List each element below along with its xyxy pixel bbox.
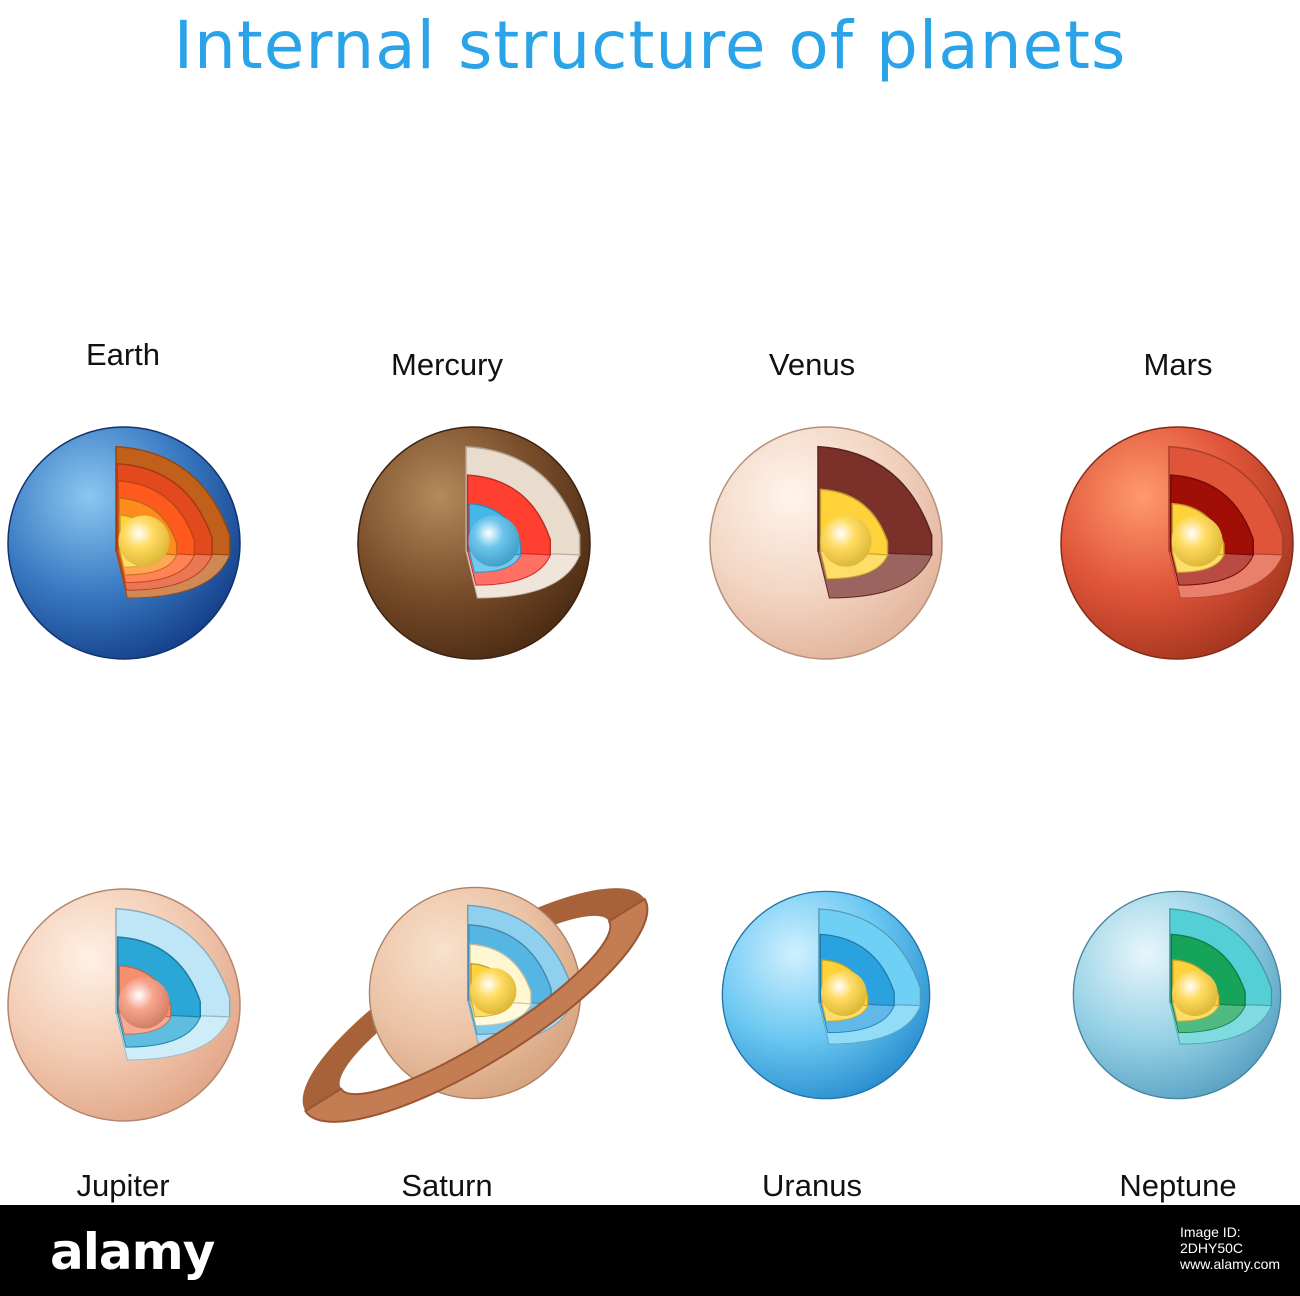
- uranus-cutaway-illustration: [721, 890, 931, 1100]
- mercury-cutaway-illustration: [357, 426, 591, 660]
- planet-label-uranus: Uranus: [762, 1168, 862, 1203]
- planet-core: [821, 970, 867, 1017]
- watermark-logo: alamy: [50, 1223, 215, 1281]
- venus-cutaway-illustration: [709, 426, 943, 660]
- watermark-bar: [0, 1205, 1300, 1296]
- jupiter-cutaway-illustration: [7, 888, 241, 1122]
- image-id: Image ID: 2DHY50C: [1180, 1224, 1244, 1256]
- saturn-cutaway-illustration: [302, 886, 649, 1123]
- diagram-title: Internal structure of planets: [173, 7, 1127, 84]
- planet-label-venus: Venus: [768, 347, 856, 382]
- planet-label-mars: Mars: [1143, 347, 1213, 382]
- saturn-ring-front: [304, 897, 649, 1123]
- planet-label-mercury: Mercury: [391, 347, 503, 382]
- mars-cutaway-illustration: [1060, 426, 1294, 660]
- planet-core: [1171, 515, 1223, 567]
- neptune-cutaway-illustration: [1072, 890, 1282, 1100]
- planet-label-saturn: Saturn: [401, 1168, 493, 1203]
- planet-core: [468, 515, 520, 567]
- planet-core: [1172, 970, 1218, 1017]
- site-url: www.alamy.com: [1180, 1256, 1281, 1272]
- planet-label-neptune: Neptune: [1119, 1168, 1237, 1203]
- planet-core: [469, 967, 517, 1015]
- saturn-ring-back: [302, 888, 645, 1111]
- planet-core: [118, 515, 170, 567]
- planet-core: [118, 977, 170, 1029]
- earth-cutaway-illustration: [7, 426, 241, 660]
- planet-core: [820, 515, 872, 567]
- planet-label-jupiter: Jupiter: [76, 1168, 170, 1203]
- planet-label-earth: Earth: [85, 337, 161, 372]
